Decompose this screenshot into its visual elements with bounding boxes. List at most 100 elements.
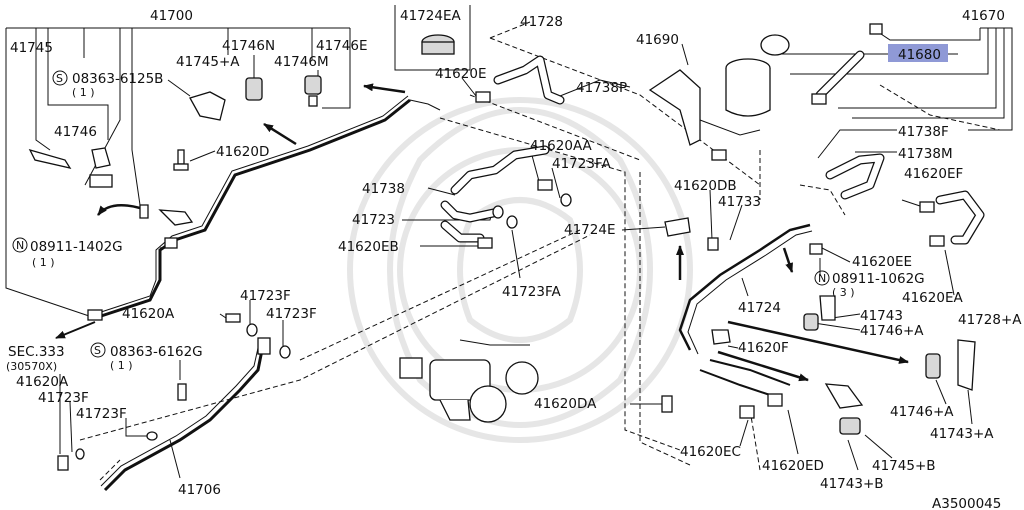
svg-text:S: S [56,72,63,85]
bolt-41620D [173,149,189,171]
label-41728A: 41728+A [958,312,1022,328]
label-41723: 41723 [352,212,395,228]
label-sec333: SEC.333 [8,344,65,360]
label-sec333-ref: (30570X) [6,360,57,373]
clamp-41620EF [919,201,935,213]
label-41620DB: 41620DB [674,178,737,194]
label-41746M: 41746M [274,54,329,70]
bolt-41620DA [661,395,673,413]
direction-arrow-icon [55,83,909,382]
pipe-41700 [87,95,441,321]
dashed-group-outlines [79,21,1001,481]
label-41743B: 41743+B [820,476,884,492]
clamp-41620E [475,91,491,103]
label-41724: 41724 [738,300,781,316]
label-08911-1062G-qty: ( 3 ) [832,286,855,299]
plate-41724E [664,217,691,237]
svg-text:N: N [818,272,826,285]
diagram-code: A3500045 [932,496,1001,510]
clamp-41620EE [809,243,823,255]
label-41723FA-a: 41723FA [552,156,611,172]
grommet-41746A [803,313,941,379]
label-41728: 41728 [520,14,563,30]
label-08911-1062G: 08911-1062G [832,271,925,287]
label-41670: 41670 [962,8,1005,24]
label-08363-6162G: 08363-6162G [110,344,203,360]
bolt-41620F [711,329,731,345]
label-41733: 41733 [718,194,761,210]
label-41745B: 41745+B [872,458,936,474]
label-41620EB: 41620EB [338,239,399,255]
label-08363-6125B: 08363-6125B [72,71,163,87]
bracket-41743A [957,339,976,391]
label-41680[interactable]: 41680 [898,47,941,63]
label-41620E: 41620E [435,66,486,82]
svg-text:S: S [94,344,101,357]
label-41723F-a: 41723F [240,288,291,304]
bracket-41745A [189,91,226,121]
pipe-41706 [100,337,271,492]
label-41746N: 41746N [222,38,275,54]
label-41743A: 41743+A [930,426,994,442]
label-41620ED: 41620ED [762,458,824,474]
label-41620AA: 41620AA [530,138,593,154]
label-41620EA: 41620EA [902,290,963,306]
hose-41680 [815,50,865,100]
nut-08911-1402G [158,209,194,249]
label-41620EC: 41620EC [680,444,741,460]
clamp-41620EA [929,235,945,247]
label-41700: 41700 [150,8,193,24]
part-labels: 41700 41745 41724EA 41728 41690 41670 41… [6,8,1022,510]
svg-text:N: N [16,239,24,252]
label-41746E: 41746E [316,38,367,54]
screw-08363-6162G [177,383,187,401]
label-41746A-1: 41746+A [860,323,924,339]
label-41620D: 41620D [216,144,269,160]
bracket-41743 [819,295,836,321]
screw-symbol-icon: S [90,342,106,358]
label-41723F-b: 41723F [266,306,317,322]
reservoir-cap-area [811,23,883,105]
label-41738F: 41738F [898,124,949,140]
label-41723F-d: 41723F [76,406,127,422]
label-41738M: 41738M [898,146,953,162]
label-08363-6125B-qty: ( 1 ) [72,86,95,99]
bolt-41620A [225,313,241,323]
grommet-41743B [839,417,861,435]
label-41690: 41690 [636,32,679,48]
reservoir-41690 [648,34,790,161]
label-41743: 41743 [860,308,903,324]
label-08363-6162G-qty: ( 1 ) [110,359,133,372]
bracket-41745B [824,383,864,409]
bolt-41620AA [537,179,553,191]
label-41723FA-b: 41723FA [502,284,561,300]
nut-symbol-icon: N [12,237,28,253]
label-41723F-c: 41723F [38,390,89,406]
label-41620F: 41620F [738,340,789,356]
screw-symbol-icon: S [52,70,68,86]
label-41620EE: 41620EE [852,254,912,270]
cap-41724EA [421,34,455,55]
washer-41723 [492,205,504,219]
label-41745A: 41745+A [176,54,240,70]
label-41738P: 41738P [576,80,627,96]
label-08911-1402G-qty: ( 1 ) [32,256,55,269]
label-41724EA: 41724EA [400,8,461,24]
washer-41723F [75,323,291,460]
label-41746A-2: 41746+A [890,404,954,420]
washer-41723FA [506,193,572,229]
grommet-41746N [245,77,263,101]
hose-41738F [825,153,885,200]
label-41620EF: 41620EF [904,166,963,182]
grommet-41746M [304,75,322,107]
clamp-41620ED [767,393,783,407]
label-41738: 41738 [362,181,405,197]
pipe-41724 [678,223,813,396]
nut-symbol-icon: N [814,270,830,286]
label-41620A-2: 41620A [16,374,69,390]
hose-41728A [935,190,985,245]
pump-assembly [399,339,539,423]
clamp-41746 [28,147,149,219]
highlight-41680 [888,44,948,62]
